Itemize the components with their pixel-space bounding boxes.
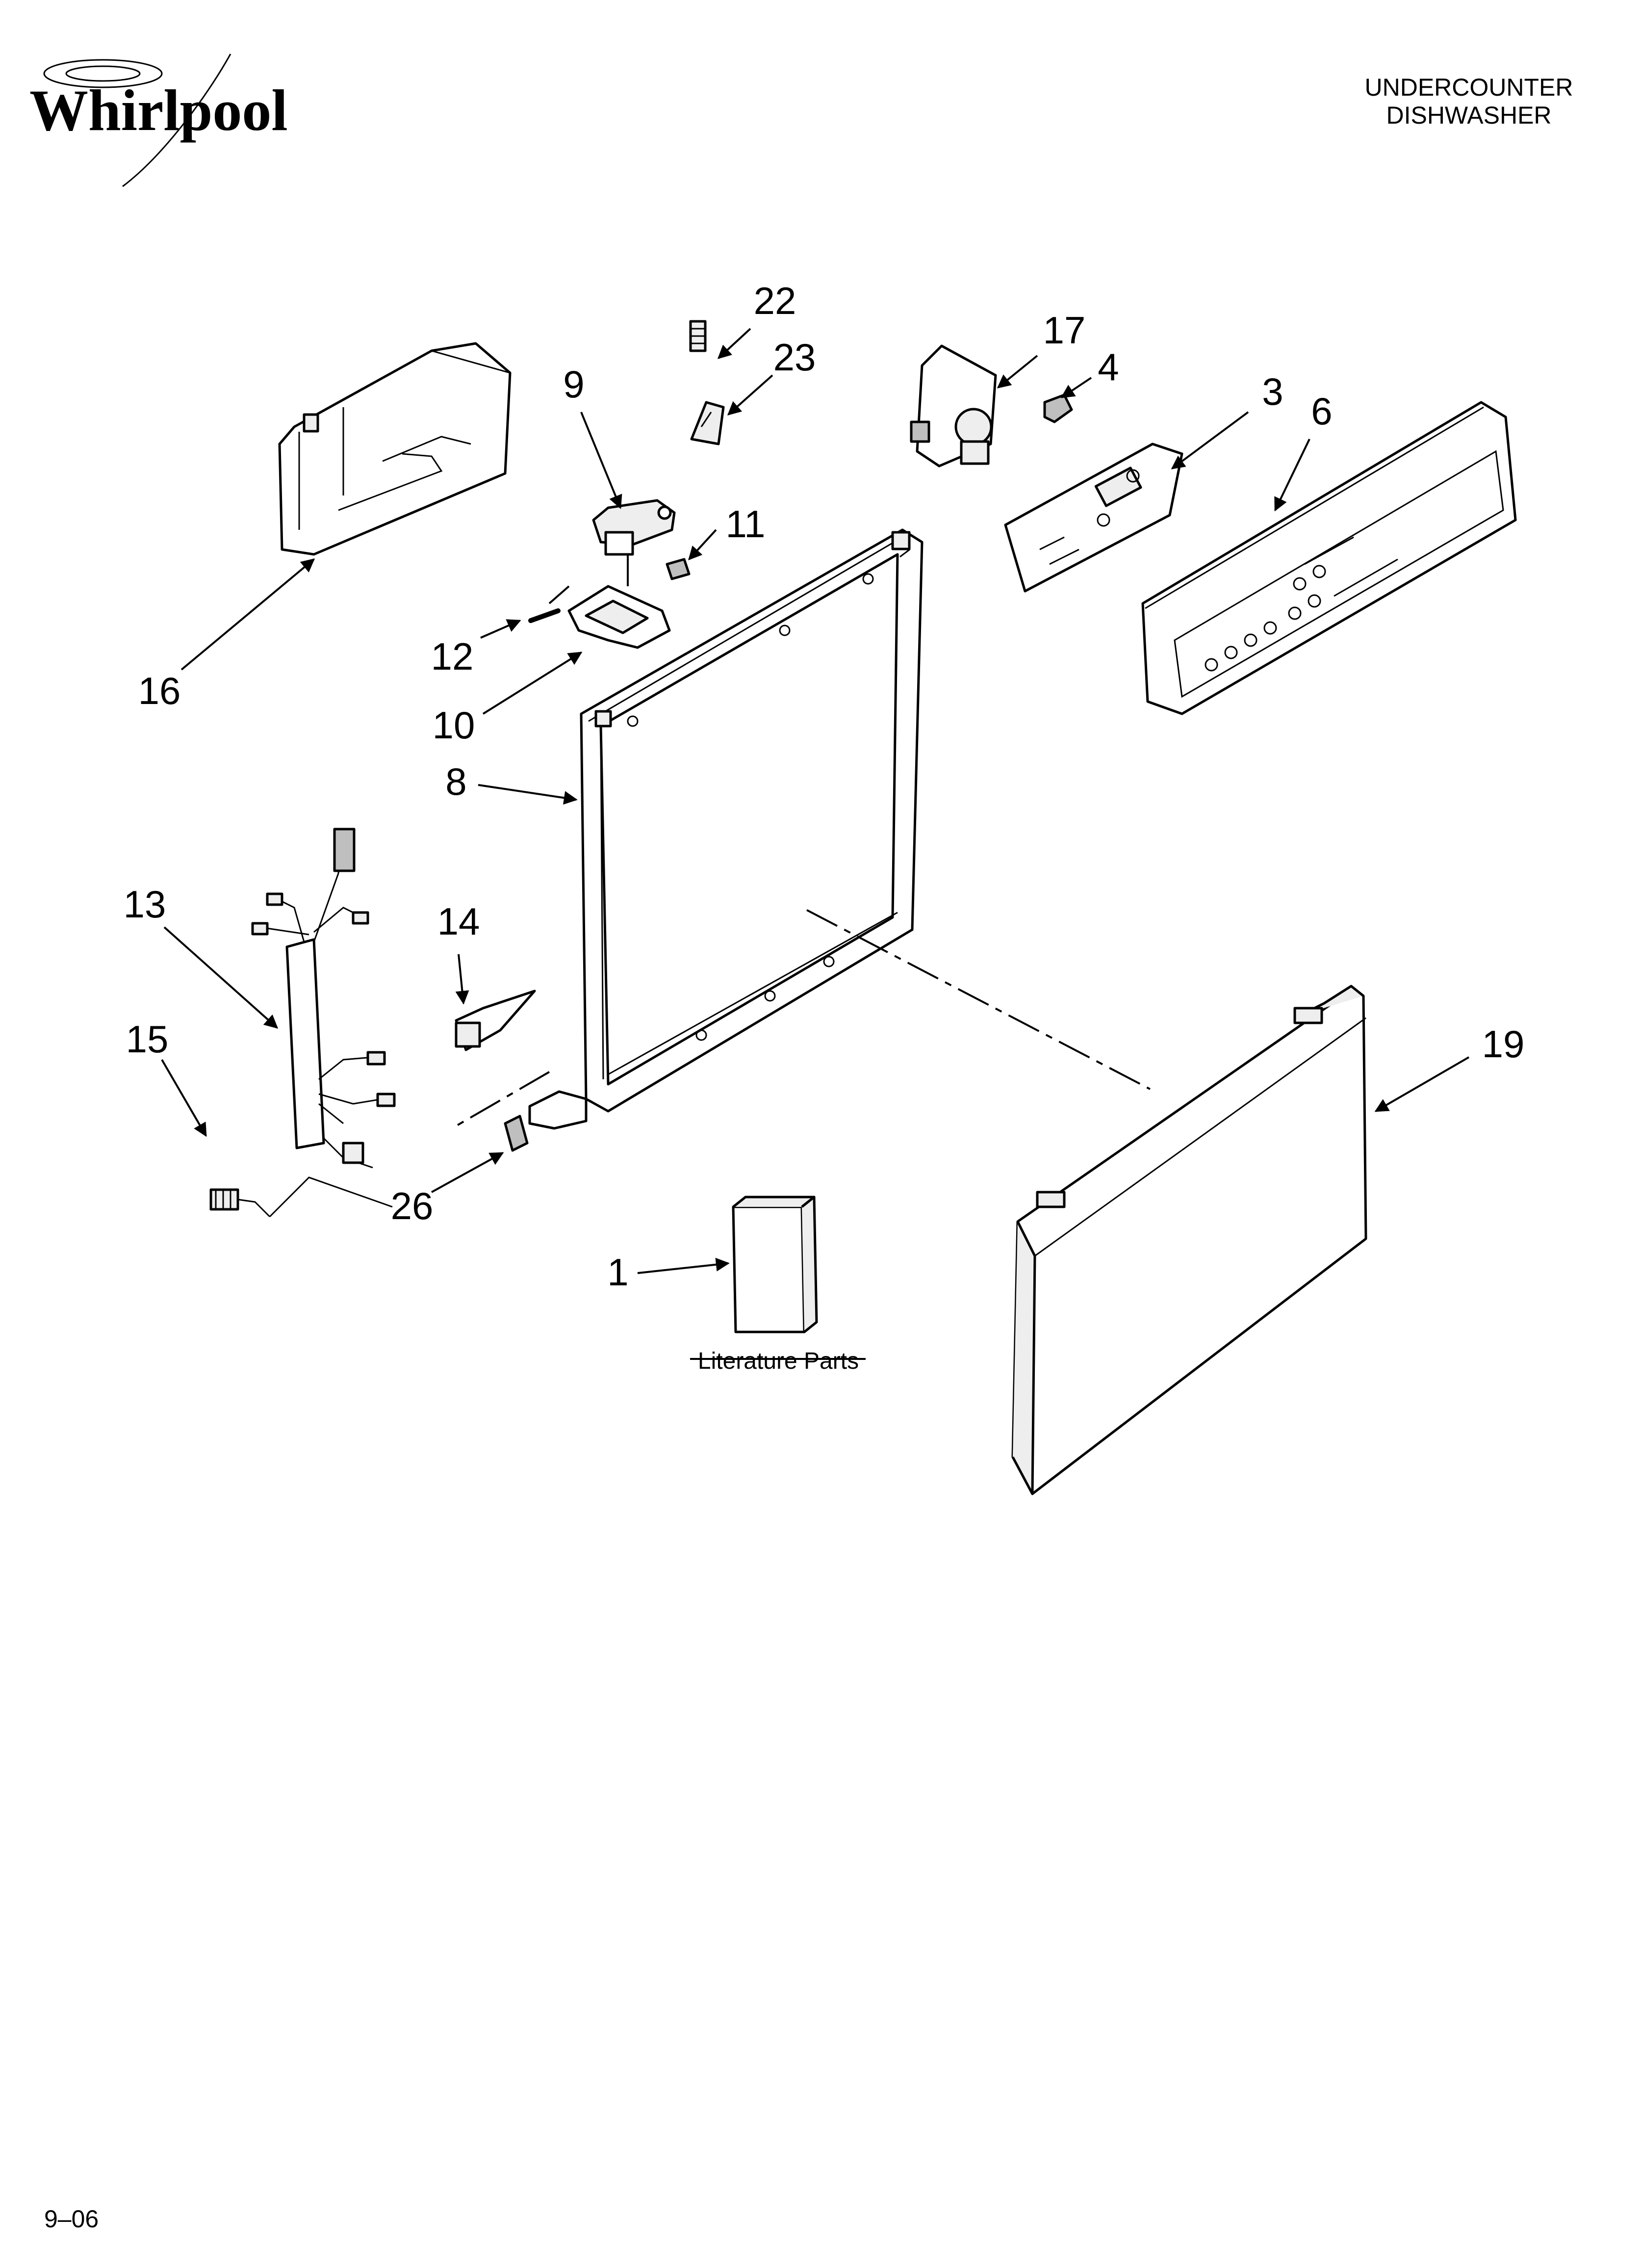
leader-lines bbox=[161, 328, 1470, 1274]
assembly-line-harness bbox=[455, 1071, 550, 1127]
part-4-connector bbox=[1043, 393, 1073, 423]
part-19-door-panel bbox=[1011, 985, 1367, 1495]
callout-11: 11 bbox=[726, 502, 766, 546]
part-23-clip bbox=[690, 401, 725, 445]
part-13-wire-harness bbox=[251, 828, 396, 1169]
callout-15: 15 bbox=[126, 1017, 169, 1061]
part-1-literature bbox=[732, 1196, 818, 1333]
whirlpool-logo: Whirlpool bbox=[29, 53, 288, 187]
callout-22: 22 bbox=[754, 279, 796, 322]
part-16-shield bbox=[278, 342, 512, 556]
part-14-thermostat bbox=[455, 990, 536, 1051]
brand-name: Whirlpool bbox=[29, 78, 288, 143]
callout-19: 19 bbox=[1482, 1022, 1525, 1066]
part-12-pin bbox=[528, 608, 561, 623]
assembly-line-frame-to-door bbox=[806, 909, 1151, 1090]
literature-parts-label: Literature Parts bbox=[698, 1348, 859, 1374]
callout-9: 9 bbox=[563, 363, 584, 406]
callout-12: 12 bbox=[431, 635, 474, 678]
part-26-clip bbox=[504, 1115, 529, 1152]
callout-26: 26 bbox=[391, 1184, 434, 1227]
callout-10: 10 bbox=[433, 704, 475, 747]
callout-8: 8 bbox=[445, 760, 466, 803]
part-10-latch-housing bbox=[567, 585, 671, 649]
callout-14: 14 bbox=[437, 900, 480, 943]
part-9-latch bbox=[592, 499, 676, 556]
part-8-inner-door-panel bbox=[528, 528, 924, 1130]
callout-17: 17 bbox=[1043, 309, 1086, 352]
callout-3: 3 bbox=[1262, 370, 1283, 413]
callout-23: 23 bbox=[773, 336, 816, 379]
part-11-switch bbox=[666, 558, 691, 580]
part-22-spring bbox=[689, 320, 707, 352]
part-17-selector-switch bbox=[910, 344, 997, 468]
logo-swirl-icon bbox=[43, 59, 163, 88]
product-line-2: DISHWASHER bbox=[1386, 102, 1551, 129]
callout-1: 1 bbox=[607, 1251, 628, 1294]
callout-13: 13 bbox=[124, 883, 166, 926]
product-line-1: UNDERCOUNTER bbox=[1365, 74, 1573, 101]
part-6-control-panel bbox=[1141, 401, 1517, 715]
part-15-screw bbox=[209, 1188, 271, 1218]
callout-16: 16 bbox=[138, 669, 181, 712]
part-3-control-board bbox=[1004, 443, 1183, 593]
callout-6: 6 bbox=[1311, 390, 1332, 433]
callout-4: 4 bbox=[1098, 345, 1119, 389]
revision-date: 9–06 bbox=[44, 2205, 99, 2233]
